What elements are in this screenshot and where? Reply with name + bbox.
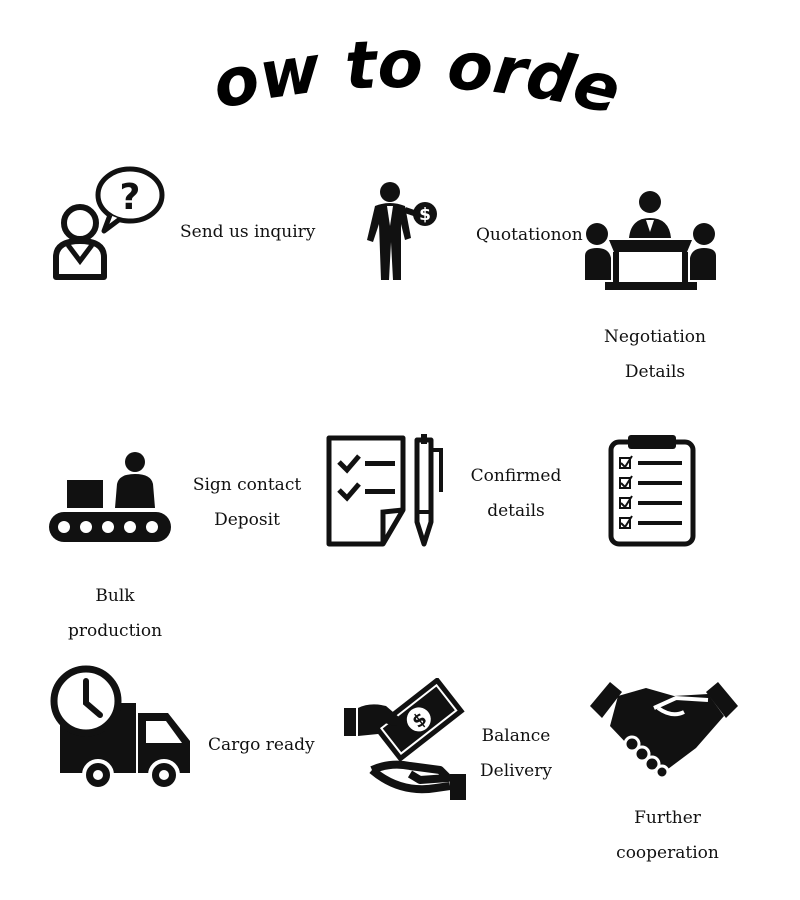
page-title: How to order	[0, 0, 627, 129]
meeting-table-icon	[585, 191, 716, 290]
step-label-quotation: Quotationon	[476, 225, 583, 245]
step-label-confirmed: Confirmed details	[470, 466, 562, 521]
svg-text:?: ?	[120, 177, 141, 218]
handshake-icon	[590, 682, 738, 778]
step-label-balance: Balance Delivery	[480, 726, 552, 781]
businessman-dollar-icon: $	[367, 182, 437, 280]
svg-text:$: $	[419, 205, 431, 225]
checklist-pen-icon	[326, 434, 443, 547]
conveyor-worker-icon	[49, 452, 171, 542]
step-label-inquiry: Send us inquiry	[180, 222, 316, 242]
delivery-truck-clock-icon	[50, 665, 190, 790]
hand-money-icon: $	[344, 678, 466, 800]
step-label-bulk: Bulk production	[67, 586, 163, 641]
step-label-further: Further cooperation	[616, 808, 719, 863]
title-text: How to order	[0, 0, 627, 129]
clipboard-checklist-icon	[608, 435, 696, 547]
person-question-icon: ?	[53, 166, 165, 280]
step-label-contract: Sign contact Deposit	[192, 475, 302, 530]
step-label-negotiation: Negotiation Details	[604, 327, 706, 382]
step-label-cargo: Cargo ready	[208, 735, 315, 755]
svg-text:How to order: How to order	[0, 0, 627, 129]
